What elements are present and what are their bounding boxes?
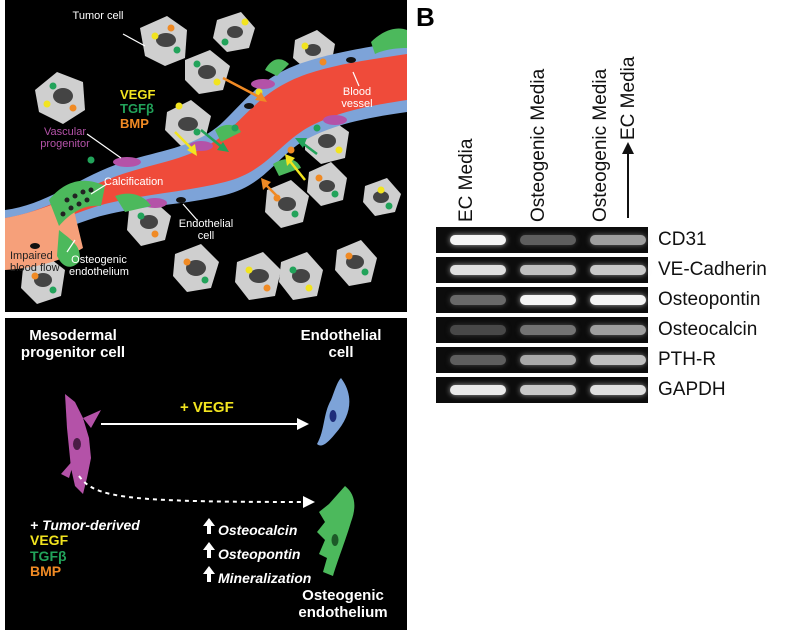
gel-band — [520, 295, 576, 305]
differentiation-panel — [5, 318, 407, 630]
osteogenic-title: Osteogenic endothelium — [298, 587, 388, 621]
tumor-derived-label: + Tumor-derived — [30, 517, 140, 533]
gel-band — [590, 385, 646, 395]
marker-list: Osteocalcin Osteopontin Mineralization — [218, 518, 311, 590]
lane-label-osteogenic-then-ec-2: EC Media — [618, 56, 639, 140]
legend-tgf: TGFβ — [120, 101, 154, 117]
gel-band — [520, 235, 576, 245]
lane-label-osteogenic-then-ec-1: Osteogenic Media — [590, 68, 611, 222]
osteogenic-endothelium-cell — [317, 486, 355, 576]
leader-lines — [66, 33, 360, 253]
osteogenic-dotted-arrow — [78, 475, 315, 508]
marker-osteocalcin: Osteocalcin — [218, 522, 298, 538]
gel-strip-osteocalcin — [436, 317, 648, 343]
vegf-arrow — [101, 418, 309, 430]
marker-mineralization: Mineralization — [218, 570, 312, 586]
endothelial-cell-shape — [317, 378, 350, 446]
vegf-arrow-label: + VEGF — [180, 399, 234, 416]
factor-tgf: TGFβ — [30, 547, 67, 564]
marker-osteopontin: Osteopontin — [218, 546, 301, 562]
growth-factor-legend: VEGF TGFβ BMP — [120, 87, 156, 131]
lower-panel-background — [5, 318, 407, 630]
calcification — [60, 187, 94, 217]
factor-bmp: BMP — [30, 563, 62, 580]
label-calcification: Calcification — [104, 176, 164, 188]
tumor-derived-factors: + Tumor-derived VEGF TGFβ BMP — [30, 517, 140, 580]
lane-label-osteogenic-media: Osteogenic Media — [528, 68, 549, 222]
gel-strip-osteopontin — [436, 287, 648, 313]
gel-band — [590, 265, 646, 275]
gel-band — [590, 295, 646, 305]
band-label: CD31 — [658, 229, 707, 250]
band-label: GAPDH — [658, 379, 726, 400]
gel-band — [450, 295, 506, 305]
gel-band — [450, 235, 506, 245]
mesodermal-progenitor-cell — [61, 394, 101, 494]
band-label: Osteopontin — [658, 289, 761, 310]
panel-b-letter: B — [416, 2, 435, 32]
panel-a-illustration — [5, 0, 407, 312]
growth-factor-dots — [31, 18, 393, 294]
gel-band — [450, 265, 506, 275]
gel-strip-gapdh — [436, 377, 648, 403]
endothelial-nuclei — [30, 57, 356, 249]
signal-arrows — [174, 76, 318, 197]
gel-band — [520, 355, 576, 365]
label-tumor-cell: Tumor cell — [72, 10, 124, 22]
vessel-lumen — [5, 54, 407, 236]
gel-band — [520, 385, 576, 395]
endothelial-title: Endothelial cell — [300, 327, 382, 361]
band-label: Osteocalcin — [658, 319, 758, 340]
band-label: PTH-R — [658, 349, 717, 370]
gel-strip-ve-cadherin — [436, 257, 648, 283]
gel-band — [520, 265, 576, 275]
mesodermal-title: Mesodermal progenitor cell — [20, 327, 126, 361]
gel-band — [450, 325, 506, 335]
gel-band — [520, 325, 576, 335]
switch-arrow — [622, 142, 634, 218]
legend-vegf: VEGF — [120, 87, 156, 102]
legend-bmp: BMP — [120, 115, 149, 131]
gel-band — [450, 385, 506, 395]
gel-band — [590, 325, 646, 335]
gel-band — [450, 355, 506, 365]
tumor-cell — [265, 180, 309, 228]
tumor-cell — [127, 200, 171, 246]
label-vascular-progenitor: Vascular progenitor — [40, 126, 90, 151]
label-impaired-blood-flow: Impaired blood flow — [10, 250, 60, 275]
up-arrow-icons — [203, 518, 215, 582]
lane-label-ec-media: EC Media — [456, 138, 477, 222]
factor-vegf: VEGF — [30, 532, 69, 549]
label-osteogenic-endothelium: Osteogenic endothelium — [69, 254, 129, 279]
band-label: VE-Cadherin — [658, 259, 767, 280]
gel-band — [590, 355, 646, 365]
gel-strip-cd31 — [436, 227, 648, 253]
label-endothelial-cell: Endothelial cell — [178, 218, 234, 243]
gel-strip-pth-r — [436, 347, 648, 373]
tumor-cell — [140, 16, 187, 66]
label-blood-vessel: Blood vessel — [341, 86, 373, 111]
gel-band — [590, 235, 646, 245]
